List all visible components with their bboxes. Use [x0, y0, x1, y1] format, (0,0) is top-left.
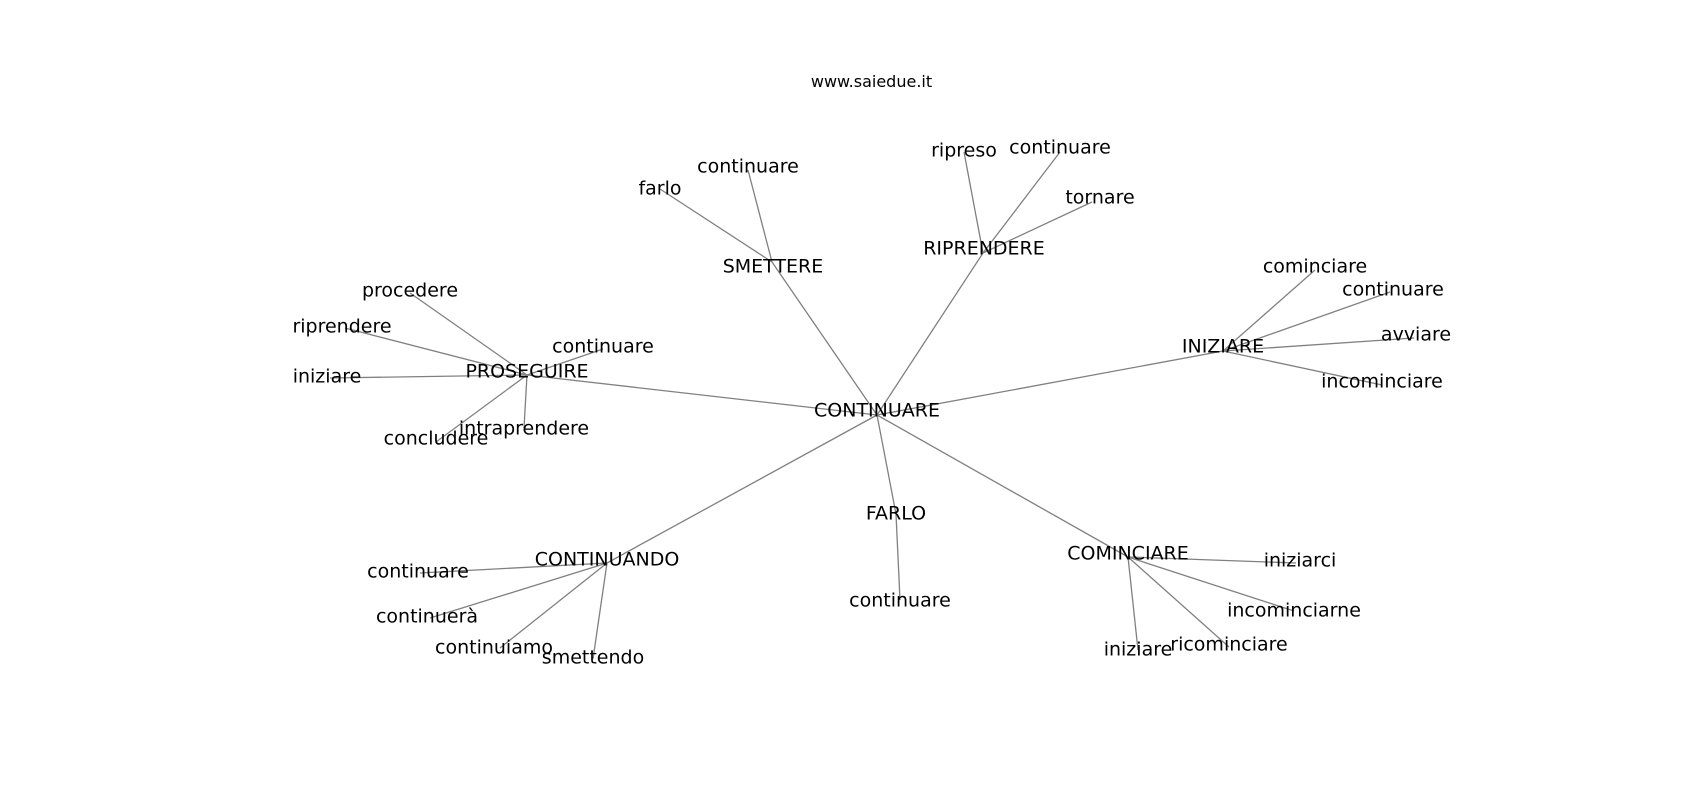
edge-cominciare_hub-cominciare_incominciarne [1127, 556, 1295, 612]
node-proseguire-intraprendere: intraprendere [458, 417, 590, 440]
node-riprendere: RIPRENDERE [923, 237, 1045, 260]
edge-smettere-smettere_farlo [659, 188, 773, 263]
edge-continuare_root-farlo_hub [876, 414, 897, 515]
node-riprendere-ripreso: ripreso [931, 139, 997, 162]
node-continuando: CONTINUANDO [534, 548, 680, 571]
edge-continuare_root-continuando [606, 414, 878, 564]
edge-proseguire-proseguire_intraprendere [523, 374, 528, 429]
edge-proseguire-proseguire_concludere [435, 374, 528, 443]
node-proseguire-iniziare: iniziare [292, 365, 362, 388]
node-iniziare-hub: INIZIARE [1181, 335, 1265, 358]
edge-cominciare_hub-cominciare_ricominciare [1127, 556, 1230, 648]
edge-continuare_root-smettere [771, 261, 878, 416]
edge-continuare_root-proseguire [526, 374, 878, 416]
edge-cominciare_hub-cominciare_iniziare [1127, 556, 1139, 651]
node-continuando-continuiamo: continuiamo [435, 636, 553, 659]
node-cominciare-iniziare: iniziare [1103, 638, 1173, 661]
node-cominciare-hub: COMINCIARE [1067, 542, 1189, 565]
node-iniziare-incominciare: incominciare [1321, 370, 1443, 393]
edge-proseguire-proseguire_continuare [526, 348, 604, 376]
node-farlo-hub: FARLO [865, 502, 927, 525]
node-continuare-root: CONTINUARE [814, 399, 940, 422]
edge-riprendere-riprendere_ripreso [963, 151, 984, 254]
edge-smettere-smettere_continuare [747, 169, 773, 263]
node-continuando-smettendo: smettendo [541, 646, 645, 669]
edge-cominciare_hub-cominciare_iniziarci [1127, 556, 1297, 564]
edge-continuare_root-iniziare_hub [876, 350, 1224, 416]
node-iniziare-continuare: continuare [1342, 278, 1444, 301]
node-continuando-continuera: continuerà [375, 605, 479, 628]
edge-continuare_root-riprendere [876, 252, 984, 416]
edge-continuando-continuando_smettendo [592, 562, 608, 660]
node-continuando-continuare: continuare [367, 560, 469, 583]
edge-iniziare_hub-iniziare_continuare [1222, 291, 1391, 352]
edge-proseguire-proseguire_riprendere [344, 327, 528, 376]
node-smettere-continuare: continuare [697, 155, 799, 178]
node-proseguire-procedere: procedere [361, 279, 459, 302]
node-proseguire-riprendere: riprendere [292, 315, 392, 338]
node-iniziare-cominciare: cominciare [1262, 255, 1368, 278]
site-title: www.saiedue.it [810, 72, 933, 91]
edge-iniziare_hub-iniziare_incominciare [1222, 350, 1383, 386]
edge-continuando-continuando_continuiamo [499, 562, 608, 649]
edge-proseguire-proseguire_iniziare [329, 374, 528, 379]
node-riprendere-continuare: continuare [1009, 136, 1111, 159]
node-smettere-farlo: farlo [638, 177, 682, 200]
node-iniziare-avviare: avviare [1380, 323, 1452, 346]
node-proseguire: PROSEGUIRE [465, 360, 589, 383]
node-farlo-continuare: continuare [849, 589, 951, 612]
edge-farlo_hub-farlo_continuare [895, 513, 901, 601]
edge-continuando-continuando_continuare [419, 562, 608, 574]
edge-iniziare_hub-iniziare_cominciare [1222, 269, 1316, 352]
node-cominciare-iniziarci: iniziarci [1263, 549, 1337, 572]
edge-riprendere-riprendere_continuare [982, 151, 1061, 254]
edge-continuando-continuando_continuera [429, 562, 608, 619]
node-riprendere-tornare: tornare [1065, 186, 1135, 209]
node-proseguire-continuare: continuare [552, 335, 654, 358]
edge-iniziare_hub-iniziare_avviare [1222, 337, 1415, 352]
edge-continuare_root-cominciare_hub [876, 414, 1129, 558]
node-smettere: SMETTERE [722, 255, 824, 278]
node-cominciare-ricominciare: ricominciare [1170, 633, 1288, 656]
node-proseguire-concludere: concludere [383, 427, 489, 450]
edge-riprendere-riprendere_tornare [982, 201, 1093, 254]
node-cominciare-incominciarne: incominciarne [1227, 599, 1361, 622]
edge-proseguire-proseguire_procedere [409, 292, 528, 376]
